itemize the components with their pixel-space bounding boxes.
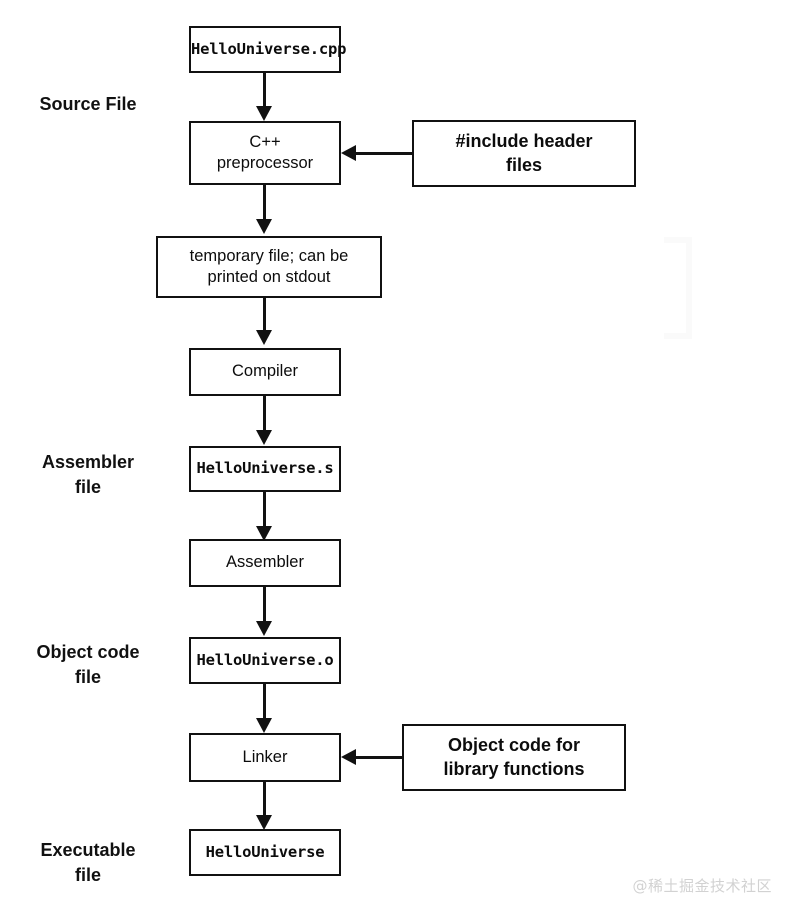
node-hellouniverse-executable[interactable]: HelloUniverse [189, 829, 341, 876]
connector-cpp-to-preprocessor [263, 73, 266, 112]
node-temporary-file[interactable]: temporary file; can be printed on stdout [156, 236, 382, 298]
node-hellouniverse-cpp[interactable]: HelloUniverse.cpp [189, 26, 347, 73]
watermark-ghost [664, 237, 692, 339]
connector-asm-file-to-assembler [263, 492, 266, 530]
stage-label-assembler-file: Assembler file [41, 452, 135, 497]
node-assembler-label: Assembler [226, 553, 304, 572]
connector-compiler-to-asm-file [263, 396, 266, 434]
arrowhead-library-to-linker [341, 749, 356, 765]
node-hellouniverse-s-label: HelloUniverse.s [196, 459, 334, 478]
arrowhead-asm-file-to-assembler [256, 526, 272, 541]
connector-include-to-preprocessor [356, 152, 412, 155]
node-hellouniverse-o[interactable]: HelloUniverse.o [189, 637, 341, 684]
node-linker[interactable]: Linker [189, 733, 341, 782]
connector-temp-to-compiler [263, 298, 266, 336]
node-include-header-files[interactable]: #include header files [412, 120, 636, 187]
connector-obj-file-to-linker [263, 684, 266, 722]
node-hellouniverse-o-label: HelloUniverse.o [196, 650, 334, 669]
node-compiler[interactable]: Compiler [189, 348, 341, 396]
watermark-text: @稀土掘金技术社区 [632, 877, 772, 895]
node-hellouniverse-executable-label: HelloUniverse [205, 842, 325, 861]
arrowhead-assembler-to-obj-file [256, 621, 272, 636]
node-cpp-preprocessor[interactable]: C++ preprocessor [189, 121, 341, 185]
arrowhead-preprocessor-to-temp [256, 219, 272, 234]
node-assembler[interactable]: Assembler [189, 539, 341, 587]
stage-label-source-file: Source File [39, 94, 137, 114]
stage-label-object-code-file: Object code file [36, 642, 140, 687]
node-temporary-file-label: temporary file; can be printed on stdout [189, 246, 349, 286]
connector-assembler-to-obj-file [263, 587, 266, 625]
node-hellouniverse-cpp-label: HelloUniverse.cpp [191, 39, 347, 58]
node-hellouniverse-s[interactable]: HelloUniverse.s [189, 446, 341, 492]
node-library-object-code[interactable]: Object code for library functions [402, 724, 626, 791]
connector-library-to-linker [356, 756, 402, 759]
arrowhead-temp-to-compiler [256, 330, 272, 345]
connector-preprocessor-to-temp [263, 185, 266, 225]
stage-label-executable-file: Executable file [40, 840, 136, 885]
arrowhead-linker-to-executable [256, 815, 272, 830]
node-include-header-files-label: #include header files [455, 131, 593, 175]
arrowhead-obj-file-to-linker [256, 718, 272, 733]
node-compiler-label: Compiler [231, 362, 299, 381]
arrowhead-cpp-to-preprocessor [256, 106, 272, 121]
node-library-object-code-label: Object code for library functions [443, 735, 585, 779]
arrowhead-compiler-to-asm-file [256, 430, 272, 445]
connector-linker-to-executable [263, 782, 266, 819]
node-linker-label: Linker [242, 747, 288, 766]
arrowhead-include-to-preprocessor [341, 145, 356, 161]
node-cpp-preprocessor-label: C++ preprocessor [216, 132, 314, 172]
